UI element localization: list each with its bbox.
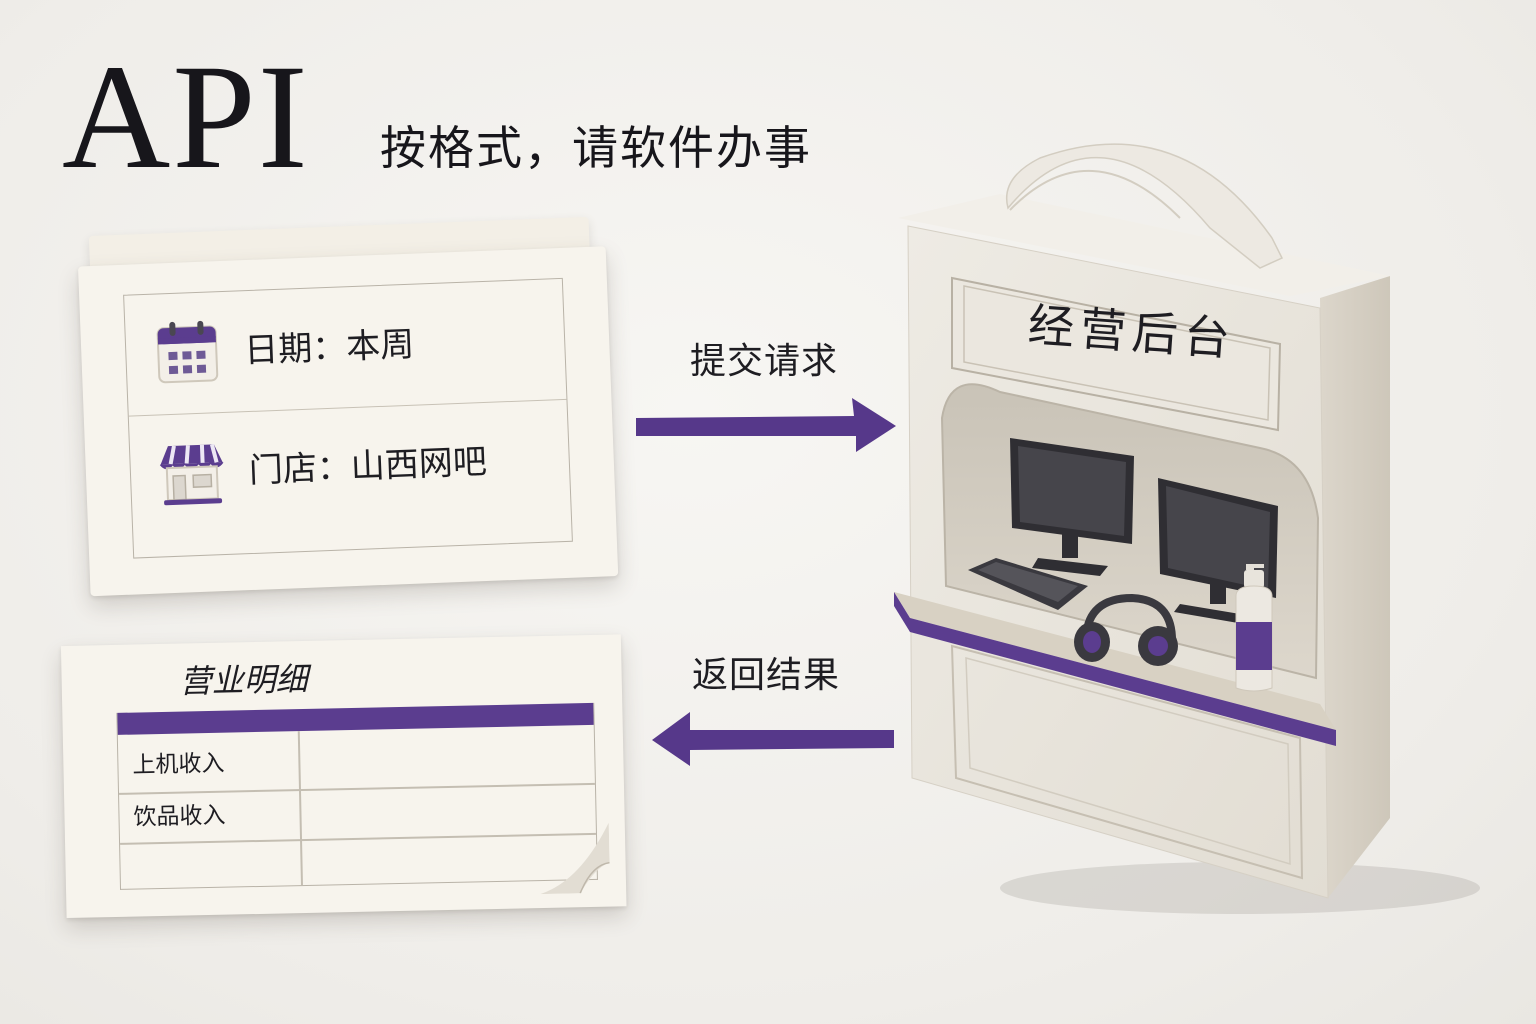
request-card-front: 日期：本周 门店：山西网吧	[77, 246, 619, 597]
response-card-sheet: 营业明细 上机收入 饮品收入	[60, 634, 627, 919]
return-arrow	[650, 706, 896, 768]
calendar-icon	[151, 316, 224, 389]
response-table-rule	[119, 782, 595, 795]
response-row-label: 上机收入	[132, 750, 225, 779]
submit-request-label: 提交请求	[690, 341, 839, 382]
store-icon	[156, 436, 229, 509]
keyboard-icon	[966, 556, 1090, 612]
response-card: 营业明细 上机收入 饮品收入	[60, 634, 643, 946]
monitor-icon	[1004, 434, 1140, 580]
response-row-label: 饮品收入	[133, 802, 226, 831]
request-row-date: 日期：本周	[124, 278, 567, 417]
response-table-header-bar	[117, 702, 594, 735]
bottle-icon	[1228, 562, 1280, 696]
response-table-rule	[120, 832, 596, 845]
page-curl	[539, 822, 610, 895]
request-row-store: 门店：山西网吧	[129, 399, 571, 536]
request-card: 日期：本周 门店：山西网吧	[77, 216, 630, 608]
request-date-text: 日期：本周	[243, 324, 415, 372]
headphones-icon	[1072, 593, 1182, 666]
return-result-label: 返回结果	[692, 655, 841, 696]
api-subtitle: 按格式，请软件办事	[380, 121, 812, 175]
request-card-frame: 日期：本周 门店：山西网吧	[123, 277, 573, 559]
api-title: API	[62, 34, 310, 200]
response-table-divider	[297, 731, 303, 886]
response-title: 营业明细	[179, 659, 309, 701]
submit-arrow	[634, 394, 898, 456]
response-table: 上机收入 饮品收入	[116, 702, 598, 890]
request-store-text: 门店：山西网吧	[248, 441, 488, 492]
